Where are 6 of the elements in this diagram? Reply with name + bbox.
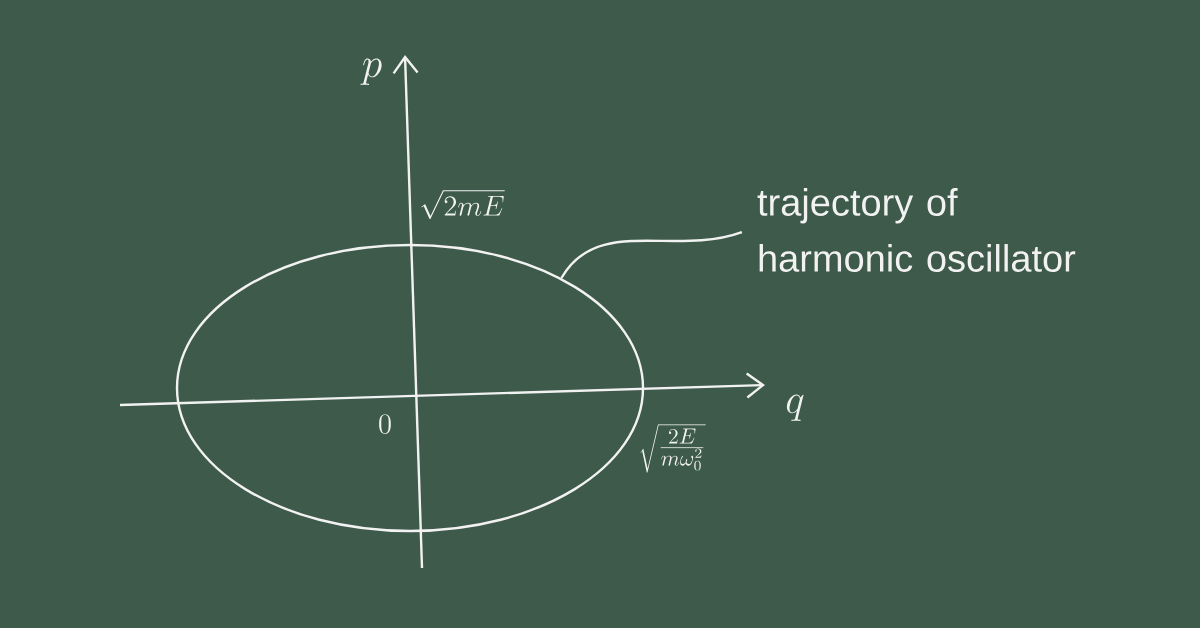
annotation-text: trajectory of harmonic oscillator (757, 188, 1076, 272)
origin-label: $0$ (379, 414, 391, 434)
axis-label: $p$ (360, 58, 382, 85)
formula: $\sqrt{\frac{2E}{m\omega_0^2}}$ (640, 424, 706, 473)
axis-label: $q$ (786, 394, 804, 421)
formula: $\sqrt{2mE}$ (421, 190, 505, 219)
